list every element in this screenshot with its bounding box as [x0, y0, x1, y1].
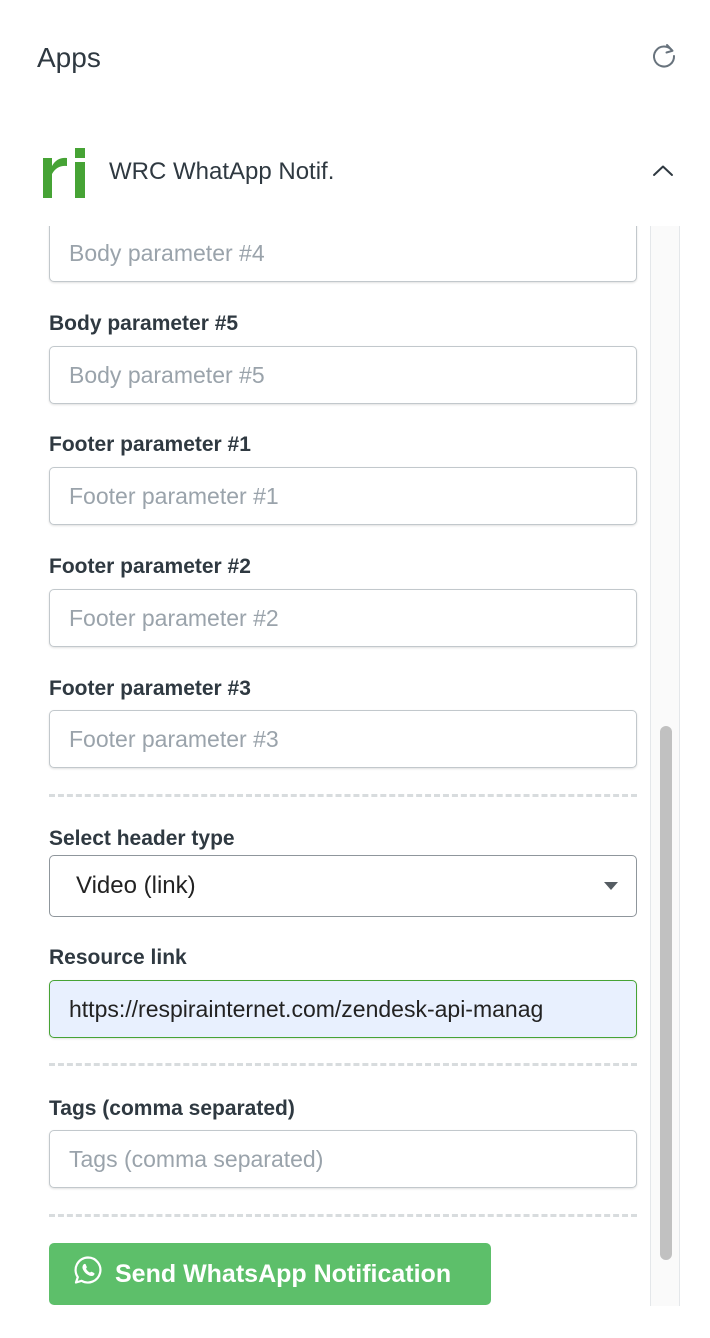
footer-parameter-1-label: Footer parameter #1 [49, 433, 251, 456]
app-row[interactable]: WRC WhatApp Notif. [43, 140, 680, 204]
footer-parameter-2-input[interactable] [49, 589, 637, 647]
footer-parameter-1-input[interactable] [49, 467, 637, 525]
section-divider [49, 1063, 637, 1066]
footer-parameter-2-label: Footer parameter #2 [49, 555, 251, 578]
app-form-panel: Body parameter #5 Footer parameter #1 Fo… [0, 226, 680, 1306]
panel-scrollbar-track[interactable] [650, 226, 680, 1306]
apps-title: Apps [37, 42, 101, 73]
header-type-select[interactable]: Video (link) [49, 855, 637, 917]
refresh-button[interactable] [648, 40, 680, 72]
footer-parameter-3-input[interactable] [49, 710, 637, 768]
body-parameter-5-input[interactable] [49, 346, 637, 404]
body-parameter-4-input[interactable] [49, 226, 637, 282]
app-logo [43, 148, 85, 198]
collapse-app-button[interactable] [646, 154, 680, 188]
chevron-up-icon [653, 165, 673, 176]
app-name: WRC WhatApp Notif. [109, 158, 335, 185]
body-parameter-5-label: Body parameter #5 [49, 312, 239, 335]
section-divider [49, 1214, 637, 1217]
refresh-icon [653, 44, 676, 68]
header-type-selected-value: Video (link) [76, 872, 196, 899]
resource-link-input[interactable] [49, 980, 637, 1038]
tags-label: Tags (comma separated) [49, 1097, 295, 1120]
apps-header: Apps [37, 38, 680, 80]
section-divider [49, 794, 637, 797]
caret-down-icon [604, 882, 618, 890]
panel-scrollbar-thumb[interactable] [660, 726, 672, 1260]
resource-link-label: Resource link [49, 946, 187, 969]
whatsapp-icon [73, 1255, 103, 1285]
send-whatsapp-notification-button[interactable]: Send WhatsApp Notification [49, 1243, 491, 1305]
send-button-label: Send WhatsApp Notification [115, 1259, 452, 1288]
footer-parameter-3-label: Footer parameter #3 [49, 677, 251, 700]
tags-input[interactable] [49, 1130, 637, 1188]
header-type-label: Select header type [49, 827, 235, 850]
